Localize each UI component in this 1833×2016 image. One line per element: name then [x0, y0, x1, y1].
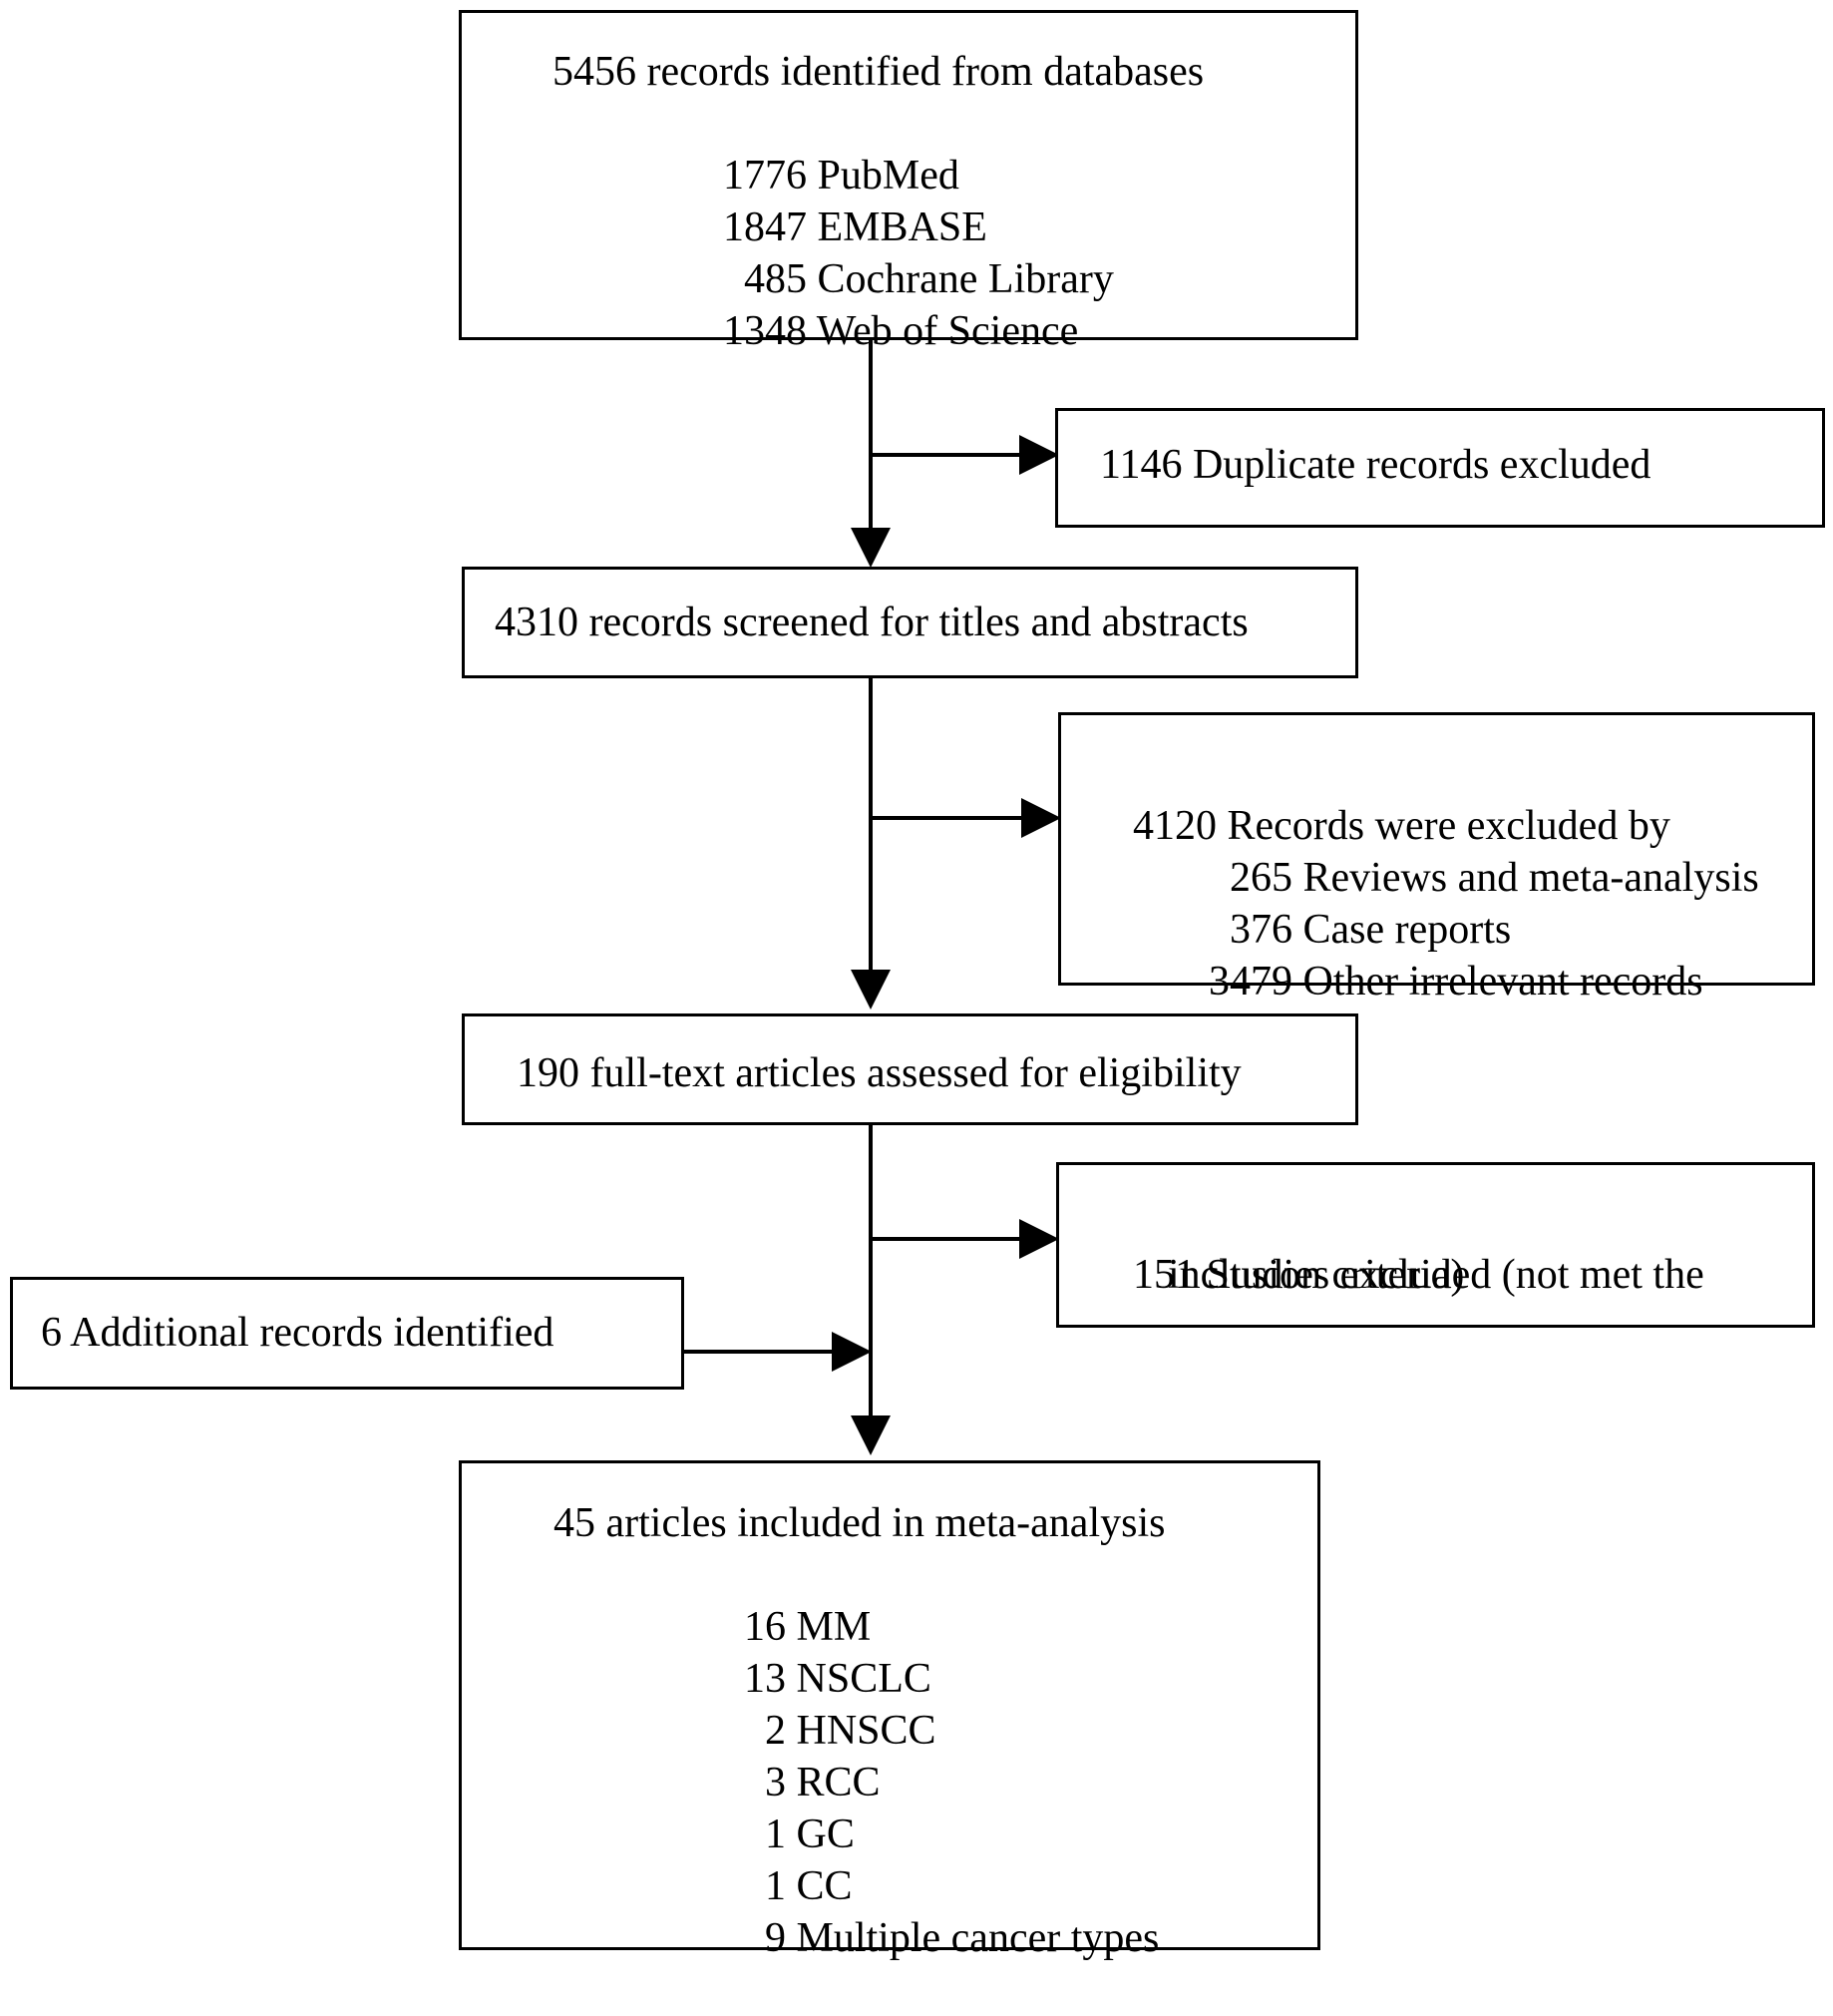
additional-records-text: 6 Additional records identified — [41, 1310, 554, 1356]
duplicates-text: 1146 Duplicate records excluded — [1100, 442, 1651, 488]
type-count: 2 — [765, 1708, 786, 1754]
type-count: 16 — [744, 1604, 786, 1650]
excluded-studies-text: Studies excluded (not met the — [1206, 1252, 1704, 1298]
source-count: 485 — [744, 256, 807, 302]
source-cochrane: 485 Cochrane Library — [673, 202, 1114, 357]
eligibility-box: 190 full-text articles assessed for elig… — [462, 1013, 1358, 1125]
source-count: 1847 — [723, 204, 807, 250]
excluded-records-count: 4120 — [1133, 803, 1217, 849]
included-type: 1 CC — [694, 1809, 853, 1964]
type-count: 1 — [765, 1812, 786, 1857]
flow-connectors — [682, 339, 1061, 1455]
excluded-studies-box: 151 Studies excluded (not met the inclus… — [1056, 1162, 1815, 1328]
type-name: NSCLC — [796, 1656, 931, 1702]
reason-reviews: 265 Reviews and meta-analysis — [1159, 800, 1759, 956]
included-type: 9 Multiple cancer types — [694, 1860, 1159, 2016]
source-count: 1776 — [723, 153, 807, 199]
included-total: 45 articles included in meta-analysis — [553, 1500, 1166, 1546]
included-type: 3 RCC — [694, 1705, 881, 1860]
reason-case-reports: 376 Case reports — [1159, 852, 1511, 1008]
excluded-studies-line1: 151 Studies excluded (not met the — [1091, 1197, 1704, 1353]
type-name: GC — [796, 1812, 855, 1857]
excluded-records-box: 4120 Records were excluded by 265 Review… — [1058, 712, 1815, 1005]
screening-text: 4310 records screened for titles and abs… — [495, 600, 1249, 645]
included-type: 13 NSCLC — [694, 1601, 931, 1757]
excluded-studies-count: 151 — [1133, 1252, 1196, 1298]
eligibility-text: 190 full-text articles assessed for elig… — [517, 1050, 1242, 1096]
included-type: 16 MM — [694, 1549, 871, 1705]
source-web-of-science: 1348 Web of Science — [673, 253, 1078, 409]
reason-name: Reviews and meta-analysis — [1302, 855, 1759, 901]
source-pubmed: 1776 PubMed — [673, 98, 959, 253]
source-count: 1348 — [723, 308, 807, 354]
source-name: EMBASE — [817, 204, 987, 250]
type-name: HNSCC — [796, 1708, 936, 1754]
included-box: 45 articles included in meta-analysis 16… — [459, 1460, 1320, 1961]
reason-count: 3479 — [1209, 959, 1292, 1005]
type-name: CC — [796, 1863, 853, 1909]
excluded-studies-line2: inclusion criteria) — [1168, 1252, 1465, 1298]
identification-total: 5456 records identified from databases — [552, 49, 1205, 95]
type-count: 1 — [765, 1863, 786, 1909]
included-type: 2 HNSCC — [694, 1653, 936, 1809]
type-name: RCC — [796, 1760, 881, 1806]
duplicates-box: 1146 Duplicate records excluded — [1055, 408, 1825, 528]
source-name: Web of Science — [816, 308, 1079, 354]
identification-box: 5456 records identified from databases 1… — [459, 10, 1358, 354]
reason-name: Other irrelevant records — [1302, 959, 1703, 1005]
excluded-records-label: Records were excluded by — [1227, 803, 1670, 849]
source-name: PubMed — [817, 153, 959, 199]
reason-other: 3479 Other irrelevant records — [1159, 904, 1703, 1059]
reason-count: 376 — [1230, 907, 1292, 953]
source-name: Cochrane Library — [817, 256, 1114, 302]
screening-box: 4310 records screened for titles and abs… — [462, 567, 1358, 678]
reason-name: Case reports — [1302, 907, 1512, 953]
type-count: 3 — [765, 1760, 786, 1806]
excluded-records-title: 4120 Records were excluded by — [1091, 748, 1670, 904]
source-embase: 1847 EMBASE — [673, 150, 987, 305]
reason-count: 265 — [1230, 855, 1292, 901]
type-count: 13 — [744, 1656, 786, 1702]
included-type: 1 GC — [694, 1757, 855, 1912]
type-name: MM — [796, 1604, 872, 1650]
type-count: 9 — [765, 1915, 786, 1961]
type-name: Multiple cancer types — [796, 1915, 1160, 1961]
additional-records-box: 6 Additional records identified — [10, 1277, 684, 1390]
